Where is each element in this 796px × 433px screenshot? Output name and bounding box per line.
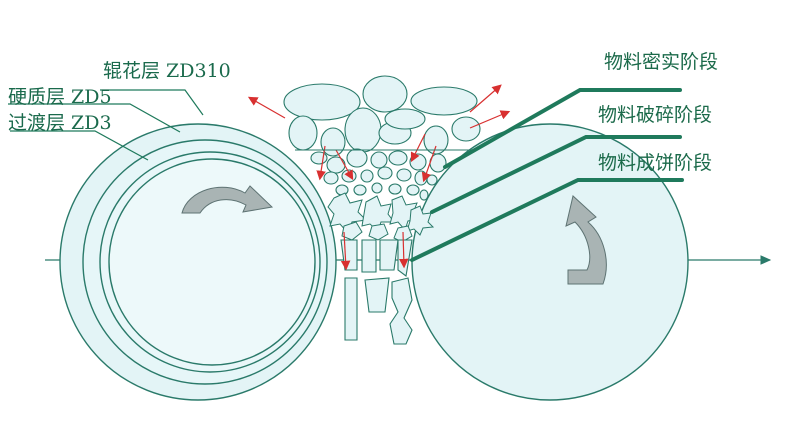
material-escape-arrows [247,84,511,271]
left-roll-core [108,158,316,366]
crushed-fragments [327,192,435,243]
right-stage-leader-lines [410,88,684,262]
counterclockwise-rotation-arrow-icon [565,195,607,285]
right-roll [411,123,689,401]
compressed-cake [340,239,413,345]
left-roll [59,123,337,401]
compaction-stage-label: 物料密实阶段 [604,51,719,73]
clockwise-rotation-arrow-icon [181,185,274,214]
crushing-stage-label: 物料破碎阶段 [598,104,713,126]
knurl-layer-label: 辊花层 ZD310 [103,60,231,82]
hard-layer-label: 硬质层 ZD5 [8,86,112,108]
left-leader-lines [8,89,204,161]
cake-stage-label: 物料成饼阶段 [598,152,713,174]
transition-layer-label: 过渡层 ZD3 [8,112,112,134]
